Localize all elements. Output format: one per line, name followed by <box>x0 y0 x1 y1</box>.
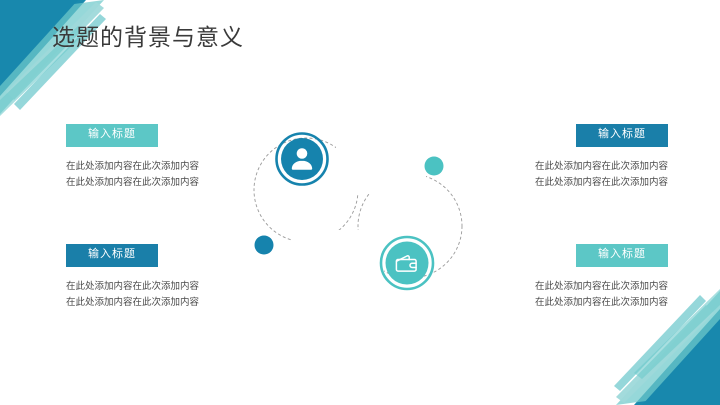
page-title: 选题的背景与意义 <box>52 24 244 50</box>
node-wallet-disc <box>385 241 429 285</box>
block-label-bottom-left[interactable]: 输入标题 <box>66 244 158 267</box>
node-wallet-ring <box>379 235 435 291</box>
block-label-top-left[interactable]: 输入标题 <box>66 124 158 147</box>
curve-mask <box>336 113 426 193</box>
body-line: 在此处添加内容在此次添加内容 <box>66 280 200 292</box>
curve-mask <box>292 230 384 310</box>
content-block-bottom-left: 输入标题 在此处添加内容在此次添加内容 在此处添加内容在此次添加内容 <box>66 244 266 312</box>
body-line: 在此处添加内容在此次添加内容 <box>66 177 200 189</box>
content-block-bottom-right: 输入标题 在此处添加内容在此次添加内容 在此处添加内容在此次添加内容 <box>468 244 668 312</box>
node-dot-left[interactable] <box>254 235 274 255</box>
block-label-bottom-right[interactable]: 输入标题 <box>576 244 668 267</box>
body-line: 在此处添加内容在此次添加内容 <box>534 160 668 172</box>
block-label-top-right[interactable]: 输入标题 <box>576 124 668 147</box>
node-person-ring <box>275 132 329 186</box>
block-body-top-left: 在此处添加内容在此次添加内容 在此处添加内容在此次添加内容 <box>66 159 266 192</box>
node-dot-right[interactable] <box>424 156 444 176</box>
s-curve-graphic <box>253 113 463 310</box>
content-block-top-right: 输入标题 在此处添加内容在此次添加内容 在此处添加内容在此次添加内容 <box>468 124 668 192</box>
user-icon <box>291 148 313 170</box>
body-line: 在此处添加内容在此次添加内容 <box>534 177 668 189</box>
node-person[interactable] <box>275 132 329 186</box>
wallet-icon <box>395 255 417 272</box>
node-person-disc <box>281 138 323 180</box>
body-line: 在此处添加内容在此次添加内容 <box>534 280 668 292</box>
body-line: 在此处添加内容在此次添加内容 <box>534 297 668 309</box>
block-body-bottom-left: 在此处添加内容在此次添加内容 在此处添加内容在此次添加内容 <box>66 279 266 312</box>
s-curve-diagram <box>240 113 500 310</box>
block-body-top-right: 在此处添加内容在此次添加内容 在此处添加内容在此次添加内容 <box>468 159 668 192</box>
body-line: 在此处添加内容在此次添加内容 <box>66 297 200 309</box>
node-wallet[interactable] <box>379 235 435 291</box>
block-body-bottom-right: 在此处添加内容在此次添加内容 在此处添加内容在此次添加内容 <box>468 279 668 312</box>
body-line: 在此处添加内容在此次添加内容 <box>66 160 200 172</box>
content-block-top-left: 输入标题 在此处添加内容在此次添加内容 在此处添加内容在此次添加内容 <box>66 124 266 192</box>
